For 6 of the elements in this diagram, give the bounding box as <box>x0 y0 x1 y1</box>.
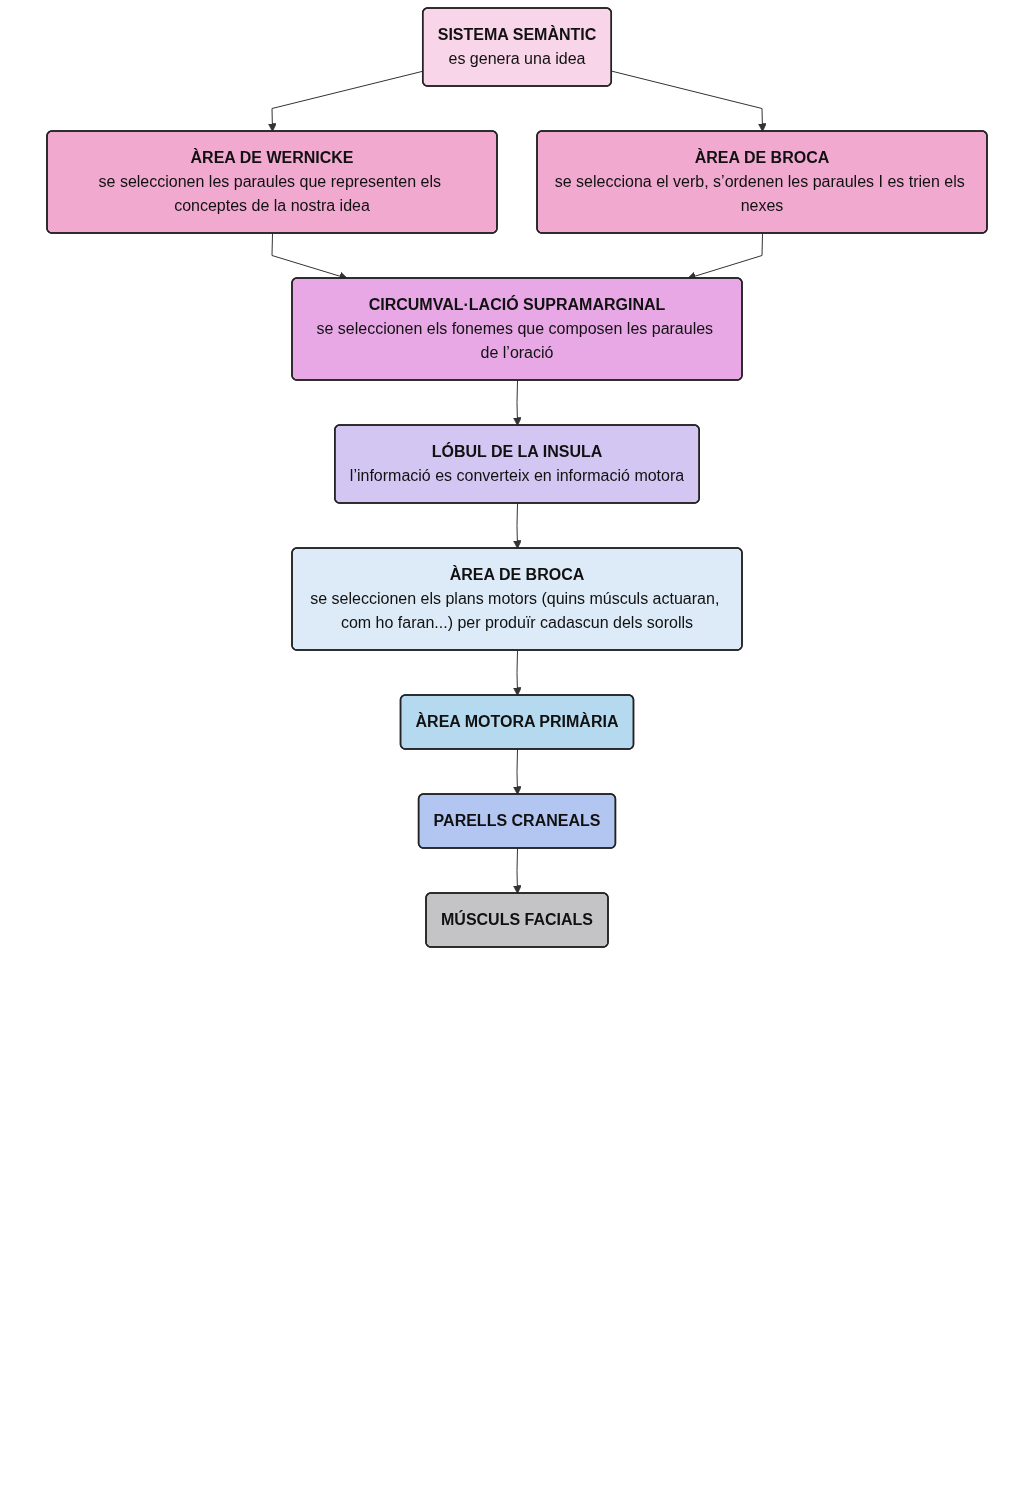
arrow <box>610 70 767 132</box>
arrow <box>512 650 522 696</box>
arrow <box>512 848 522 894</box>
arrow <box>512 503 522 549</box>
arrow <box>512 380 522 426</box>
arrow <box>512 749 522 795</box>
